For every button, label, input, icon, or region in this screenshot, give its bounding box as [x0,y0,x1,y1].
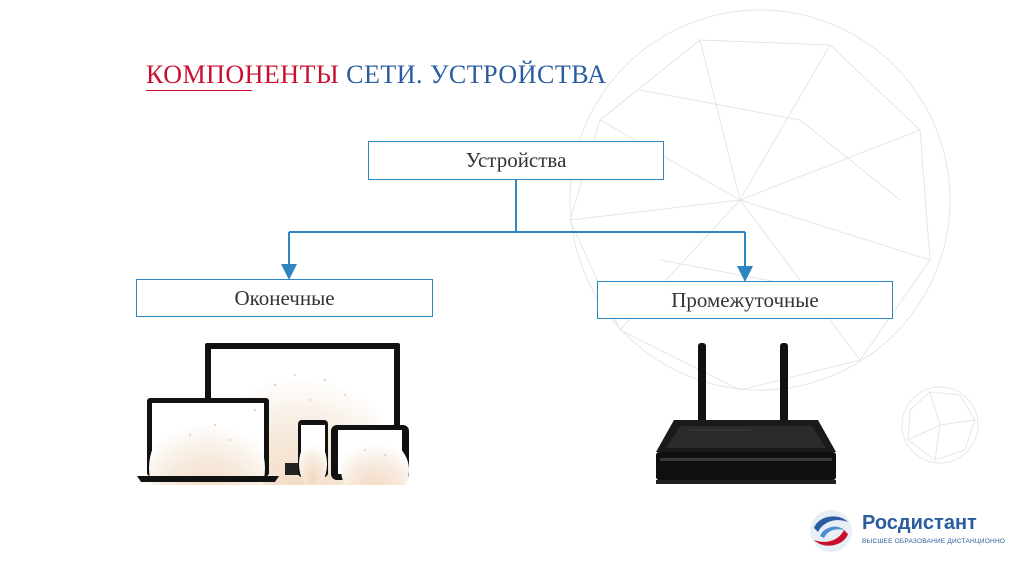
rosdistant-logo-icon [808,508,854,554]
end-devices-icon [135,340,415,485]
node-end-devices: Оконечные [136,279,433,317]
router-icon [650,340,842,488]
node-intermediate-devices: Промежуточные [597,281,893,319]
rosdistant-logo: Росдистант ВЫСШЕЕ ОБРАЗОВАНИЕ ДИСТАНЦИОН… [808,508,998,558]
logo-tagline: ВЫСШЕЕ ОБРАЗОВАНИЕ ДИСТАНЦИОННО [862,538,1005,545]
node-devices: Устройства [368,141,664,180]
logo-name: Росдистант [862,512,977,535]
